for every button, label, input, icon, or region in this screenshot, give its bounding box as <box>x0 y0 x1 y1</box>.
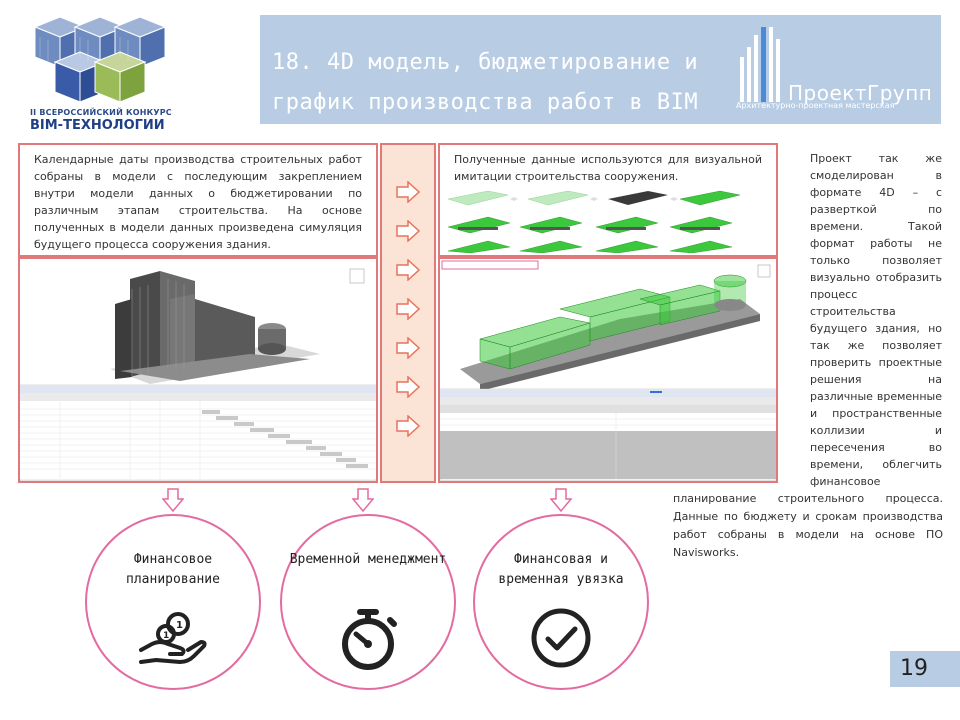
construction-stages-thumbnails <box>448 190 741 253</box>
contest-subtitle: II ВСЕРОССИЙСКИЙ КОНКУРС <box>30 108 172 117</box>
right-description: Полученные данные используются для визуа… <box>454 153 762 183</box>
slide-title-line-2: график производства работ в BIM <box>272 90 699 115</box>
brand-tagline: Архитектурно-проектная мастерская <box>736 101 895 110</box>
right-arrow-icon <box>396 220 420 242</box>
stopwatch-icon <box>342 609 397 670</box>
cube-cluster-logo-icon <box>33 16 167 103</box>
time-management-label: Временной менеджмент <box>289 552 447 567</box>
slide-title-line-1: 18. 4D модель, бюджетирование и <box>272 50 699 75</box>
right-arrow-icon <box>396 259 420 281</box>
brand-name: ПроектГрупп <box>788 81 933 105</box>
checkmark-circle-icon <box>531 608 591 668</box>
financial-time-link-label: Финансовая и временная увязка <box>498 552 624 587</box>
left-description: Календарные даты производства строительн… <box>34 153 362 251</box>
4d-simulation-screenshot <box>438 257 778 483</box>
slide-title: 18. 4D модель, бюджетирование и график п… <box>272 43 722 123</box>
side-description: Проект так же смоделирован в формате 4D … <box>810 152 942 488</box>
money-hand-icon: 1 1 <box>139 612 207 664</box>
right-description-box: Полученные данные используются для визуа… <box>438 143 778 257</box>
contest-logo: II ВСЕРОССИЙСКИЙ КОНКУРС BIM-ТЕХНОЛОГИИ <box>22 12 172 133</box>
svg-text:1: 1 <box>163 631 169 641</box>
building-model-with-gantt-image <box>19 259 377 482</box>
financial-planning-circle: Финансовое планирование 1 1 <box>85 514 261 690</box>
page-number: 19 <box>890 651 960 687</box>
financial-planning-label: Финансовое планирование <box>126 552 220 587</box>
side-description-continued: планирование строительного процесса. Дан… <box>673 492 943 559</box>
process-arrows-column <box>380 143 436 483</box>
svg-text:1: 1 <box>176 620 183 631</box>
down-arrow-icon <box>352 488 374 512</box>
right-arrow-icon <box>396 181 420 203</box>
financial-time-link-circle: Финансовая и временная увязка <box>473 514 649 690</box>
down-arrow-icon <box>162 488 184 512</box>
right-arrow-icon <box>396 298 420 320</box>
navisworks-schedule-screenshot <box>18 257 378 483</box>
left-description-box: Календарные даты производства строительн… <box>18 143 378 257</box>
down-arrow-icon <box>550 488 572 512</box>
right-arrow-icon <box>396 376 420 398</box>
contest-name: BIM-ТЕХНОЛОГИИ <box>30 118 165 133</box>
time-management-circle: Временной менеджмент <box>280 514 456 690</box>
right-arrow-icon <box>396 337 420 359</box>
title-banner: 18. 4D модель, бюджетирование и график п… <box>260 15 941 124</box>
4d-green-model-image <box>439 259 777 482</box>
right-arrow-icon <box>396 415 420 437</box>
brand-bars-icon <box>740 27 780 102</box>
